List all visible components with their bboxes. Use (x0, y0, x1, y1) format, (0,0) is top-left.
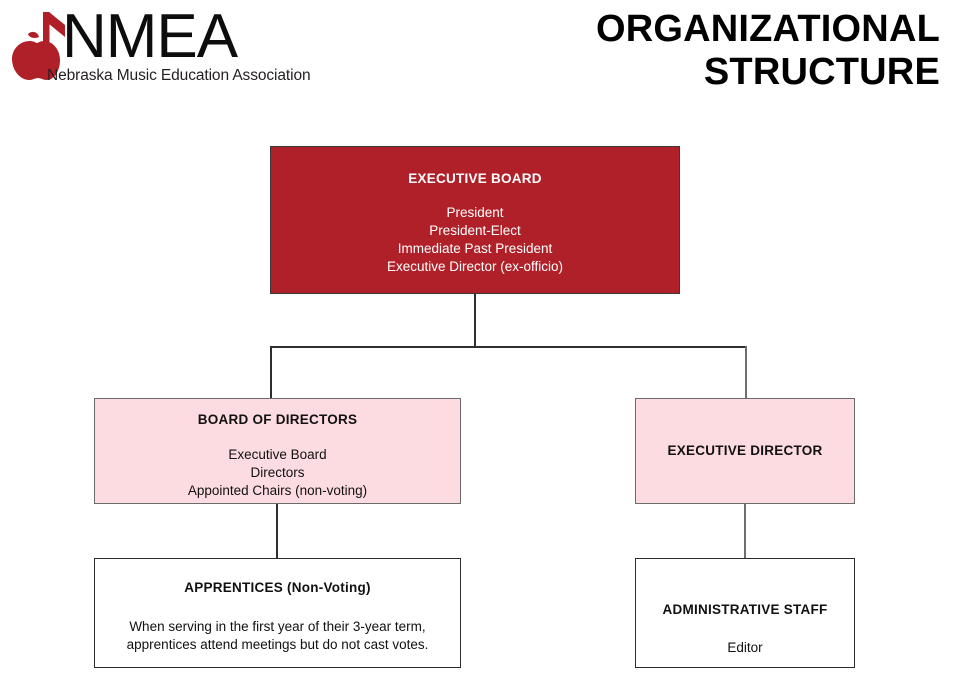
apple-music-note-icon (12, 12, 65, 80)
node-line: President-Elect (429, 223, 521, 239)
node-line: apprentices attend meetings but do not c… (126, 637, 429, 653)
logo-subtitle: Nebraska Music Education Association (47, 67, 311, 84)
node-administrative-staff-lines: Editor (636, 639, 854, 657)
node-line: Executive Board (228, 447, 327, 463)
connector-executive-director-to-administrative-staff (744, 504, 746, 559)
node-executive-board-title: EXECUTIVE BOARD (408, 171, 542, 186)
page-title-line-1: ORGANIZATIONAL (595, 8, 940, 50)
node-line: Editor (727, 640, 763, 656)
logo-wordmark: NMEA (62, 2, 238, 71)
node-executive-board[interactable]: EXECUTIVE BOARD President President-Elec… (270, 146, 680, 294)
node-line: Immediate Past President (397, 241, 553, 257)
node-board-of-directors[interactable]: BOARD OF DIRECTORS Executive Board Direc… (94, 398, 461, 504)
node-board-of-directors-lines: Executive Board Directors Appointed Chai… (95, 446, 460, 500)
nmea-logo: NMEA Nebraska Music Education Associatio… (6, 4, 326, 94)
node-administrative-staff[interactable]: ADMINISTRATIVE STAFF Editor (635, 558, 855, 668)
node-executive-board-lines: President President-Elect Immediate Past… (271, 204, 679, 276)
node-executive-director-title: EXECUTIVE DIRECTOR (667, 442, 823, 458)
node-executive-director[interactable]: EXECUTIVE DIRECTOR (635, 398, 855, 504)
node-apprentices[interactable]: APPRENTICES (Non-Voting) When serving in… (94, 558, 461, 668)
node-apprentices-lines: When serving in the first year of their … (95, 618, 460, 654)
node-line: Executive Director (ex-officio) (386, 259, 564, 275)
node-line: When serving in the first year of their … (129, 619, 426, 635)
page-title-line-2: STRUCTURE (703, 50, 940, 93)
page-title: ORGANIZATIONAL STRUCTURE (320, 8, 940, 93)
node-line: President (446, 205, 504, 221)
node-apprentices-title: APPRENTICES (Non-Voting) (184, 580, 371, 595)
connector-exec-board-down (474, 294, 476, 347)
node-board-of-directors-title: BOARD OF DIRECTORS (197, 412, 358, 427)
node-line: Directors (250, 465, 305, 481)
connector-board-of-directors-to-apprentices (276, 504, 278, 559)
connector-bus-to-board-of-directors (270, 346, 272, 399)
node-line: Appointed Chairs (non-voting) (187, 483, 368, 499)
connector-bus-to-executive-director (745, 346, 747, 399)
connector-horizontal-bus (270, 346, 747, 348)
node-administrative-staff-title: ADMINISTRATIVE STAFF (662, 602, 828, 617)
